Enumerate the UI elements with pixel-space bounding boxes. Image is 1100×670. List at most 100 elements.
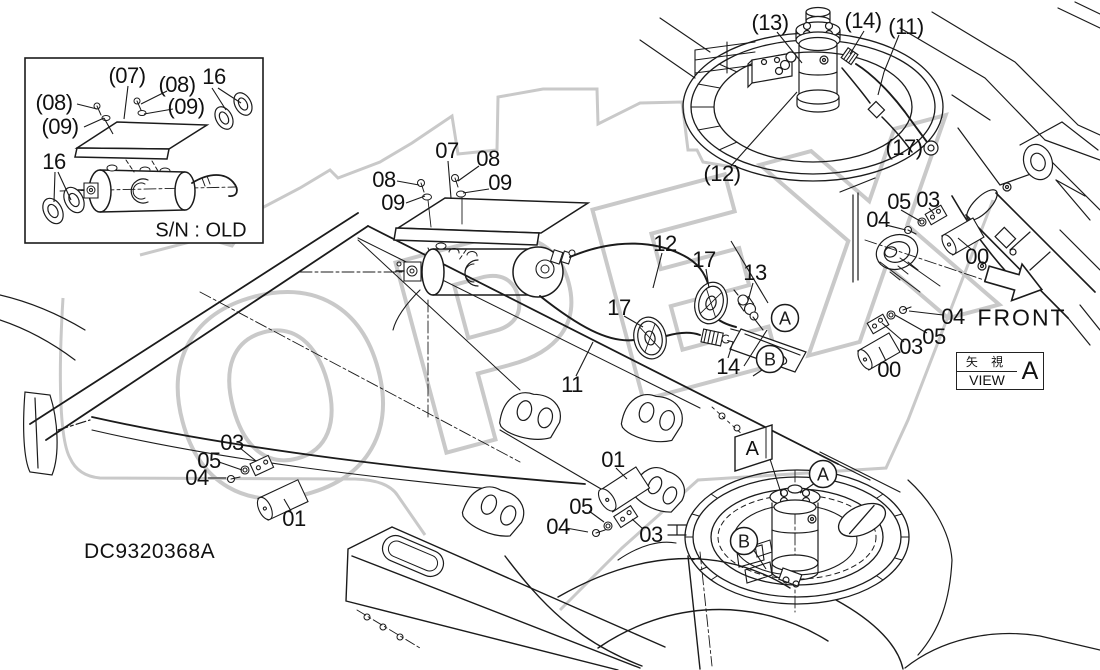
part-callout-04: 04 bbox=[866, 207, 890, 232]
part-callout-12: 12 bbox=[653, 231, 677, 256]
leader-line bbox=[894, 314, 928, 334]
leader-line bbox=[103, 117, 114, 135]
part-callout-08: 08 bbox=[476, 146, 500, 171]
fitting-13 bbox=[733, 289, 764, 331]
leader-line bbox=[957, 237, 972, 250]
leader-line bbox=[239, 447, 257, 462]
hose-11 bbox=[539, 295, 701, 342]
leader-line bbox=[705, 268, 710, 289]
leader-line bbox=[752, 369, 763, 377]
pin-set-middle bbox=[591, 466, 651, 538]
part-callout-07: 07 bbox=[435, 138, 459, 163]
leader-line bbox=[883, 34, 900, 73]
leader-line bbox=[652, 252, 663, 289]
washer-16-rings bbox=[42, 92, 253, 225]
leader-line bbox=[623, 315, 644, 328]
leader-line bbox=[877, 71, 885, 96]
leader-line bbox=[217, 87, 242, 104]
center-joint-bottom bbox=[754, 484, 821, 588]
svg-text:B: B bbox=[764, 350, 776, 370]
part-callout-16: 16 bbox=[202, 64, 226, 89]
leader-line bbox=[565, 527, 589, 533]
part-callout-14: (14) bbox=[844, 8, 882, 33]
part-callout-08: 08 bbox=[372, 167, 396, 192]
view-table-letter: A bbox=[1021, 356, 1039, 385]
leader-line bbox=[881, 322, 905, 343]
leader-line bbox=[752, 548, 767, 570]
leader-line bbox=[140, 90, 168, 105]
pin-set-left bbox=[226, 454, 309, 521]
leader-line bbox=[849, 30, 865, 55]
grommet-17-left bbox=[633, 316, 667, 360]
leader-line bbox=[631, 518, 644, 530]
leader-line bbox=[405, 195, 426, 204]
leader-line bbox=[588, 510, 605, 523]
part-callout-03: 03 bbox=[639, 522, 663, 547]
balloon-b: B bbox=[729, 526, 759, 556]
part-callout-01: 01 bbox=[282, 506, 306, 531]
part-callout-03: 03 bbox=[899, 334, 923, 359]
leader-line bbox=[743, 329, 768, 367]
center-joint-top bbox=[747, 6, 939, 156]
view-table: 矢 視 VIEW A bbox=[956, 352, 1044, 390]
leader-line bbox=[218, 461, 243, 471]
front-direction-label: FRONT bbox=[977, 304, 1067, 331]
svg-text:A: A bbox=[779, 309, 791, 329]
front-arrow bbox=[983, 262, 1044, 302]
drawing-number: DC9320368A bbox=[84, 540, 216, 563]
valve-assembly bbox=[299, 242, 576, 331]
part-callout-17: 17 bbox=[692, 247, 716, 272]
fitting-14 bbox=[700, 328, 742, 347]
leader-line bbox=[457, 165, 480, 182]
svg-text:A: A bbox=[817, 465, 829, 485]
part-callout-13: (13) bbox=[751, 10, 789, 35]
leader-line bbox=[615, 467, 628, 480]
track-frame bbox=[29, 212, 901, 501]
part-callout-08: (08) bbox=[35, 90, 73, 115]
serial-note: S/N : OLD bbox=[155, 219, 247, 242]
part-callout-12: (12) bbox=[703, 161, 741, 186]
balloon-a: A bbox=[770, 303, 800, 333]
clamp-parts-upper bbox=[903, 204, 985, 256]
leader-line bbox=[747, 282, 754, 302]
leader-line bbox=[928, 207, 935, 215]
part-callout-04: 04 bbox=[941, 304, 965, 329]
clamp-parts-lower bbox=[857, 305, 912, 371]
leader-line bbox=[730, 240, 769, 304]
leader-line bbox=[211, 87, 227, 111]
leader-line bbox=[447, 160, 452, 199]
part-callout-A: A bbox=[745, 438, 759, 460]
part-callout-17: 17 bbox=[607, 295, 631, 320]
part-callout-05: 05 bbox=[569, 494, 593, 519]
leader-line bbox=[123, 85, 129, 120]
part-callout-08: (08) bbox=[158, 72, 196, 97]
leader-line bbox=[83, 117, 105, 128]
leader-line bbox=[885, 224, 907, 231]
view-table-kanji: 矢 視 bbox=[957, 353, 1017, 372]
part-callout-16: 16 bbox=[42, 149, 66, 174]
leader-line bbox=[799, 482, 816, 494]
part-callout-09: 09 bbox=[488, 170, 512, 195]
leader-line bbox=[776, 31, 803, 64]
leader-line bbox=[900, 209, 921, 222]
svg-text:B: B bbox=[738, 532, 750, 552]
part-callout-09: (09) bbox=[167, 94, 205, 119]
leader-line bbox=[727, 341, 734, 359]
part-callout-07: (07) bbox=[108, 63, 146, 88]
boom-cylinder-area bbox=[839, 1, 1100, 346]
inset-box bbox=[24, 57, 264, 244]
leader-line bbox=[76, 103, 98, 110]
part-callout-05: 05 bbox=[887, 189, 911, 214]
leader-line bbox=[769, 458, 783, 497]
section-flag-a bbox=[734, 424, 773, 472]
part-callout-05: 05 bbox=[922, 324, 946, 349]
swing-bearing-bottom bbox=[684, 406, 910, 613]
leader-line bbox=[908, 310, 944, 316]
lug-brackets bbox=[461, 392, 687, 537]
part-callout-03: 03 bbox=[916, 187, 940, 212]
leader-line bbox=[878, 346, 887, 362]
part-callout-00: 00 bbox=[877, 357, 901, 382]
